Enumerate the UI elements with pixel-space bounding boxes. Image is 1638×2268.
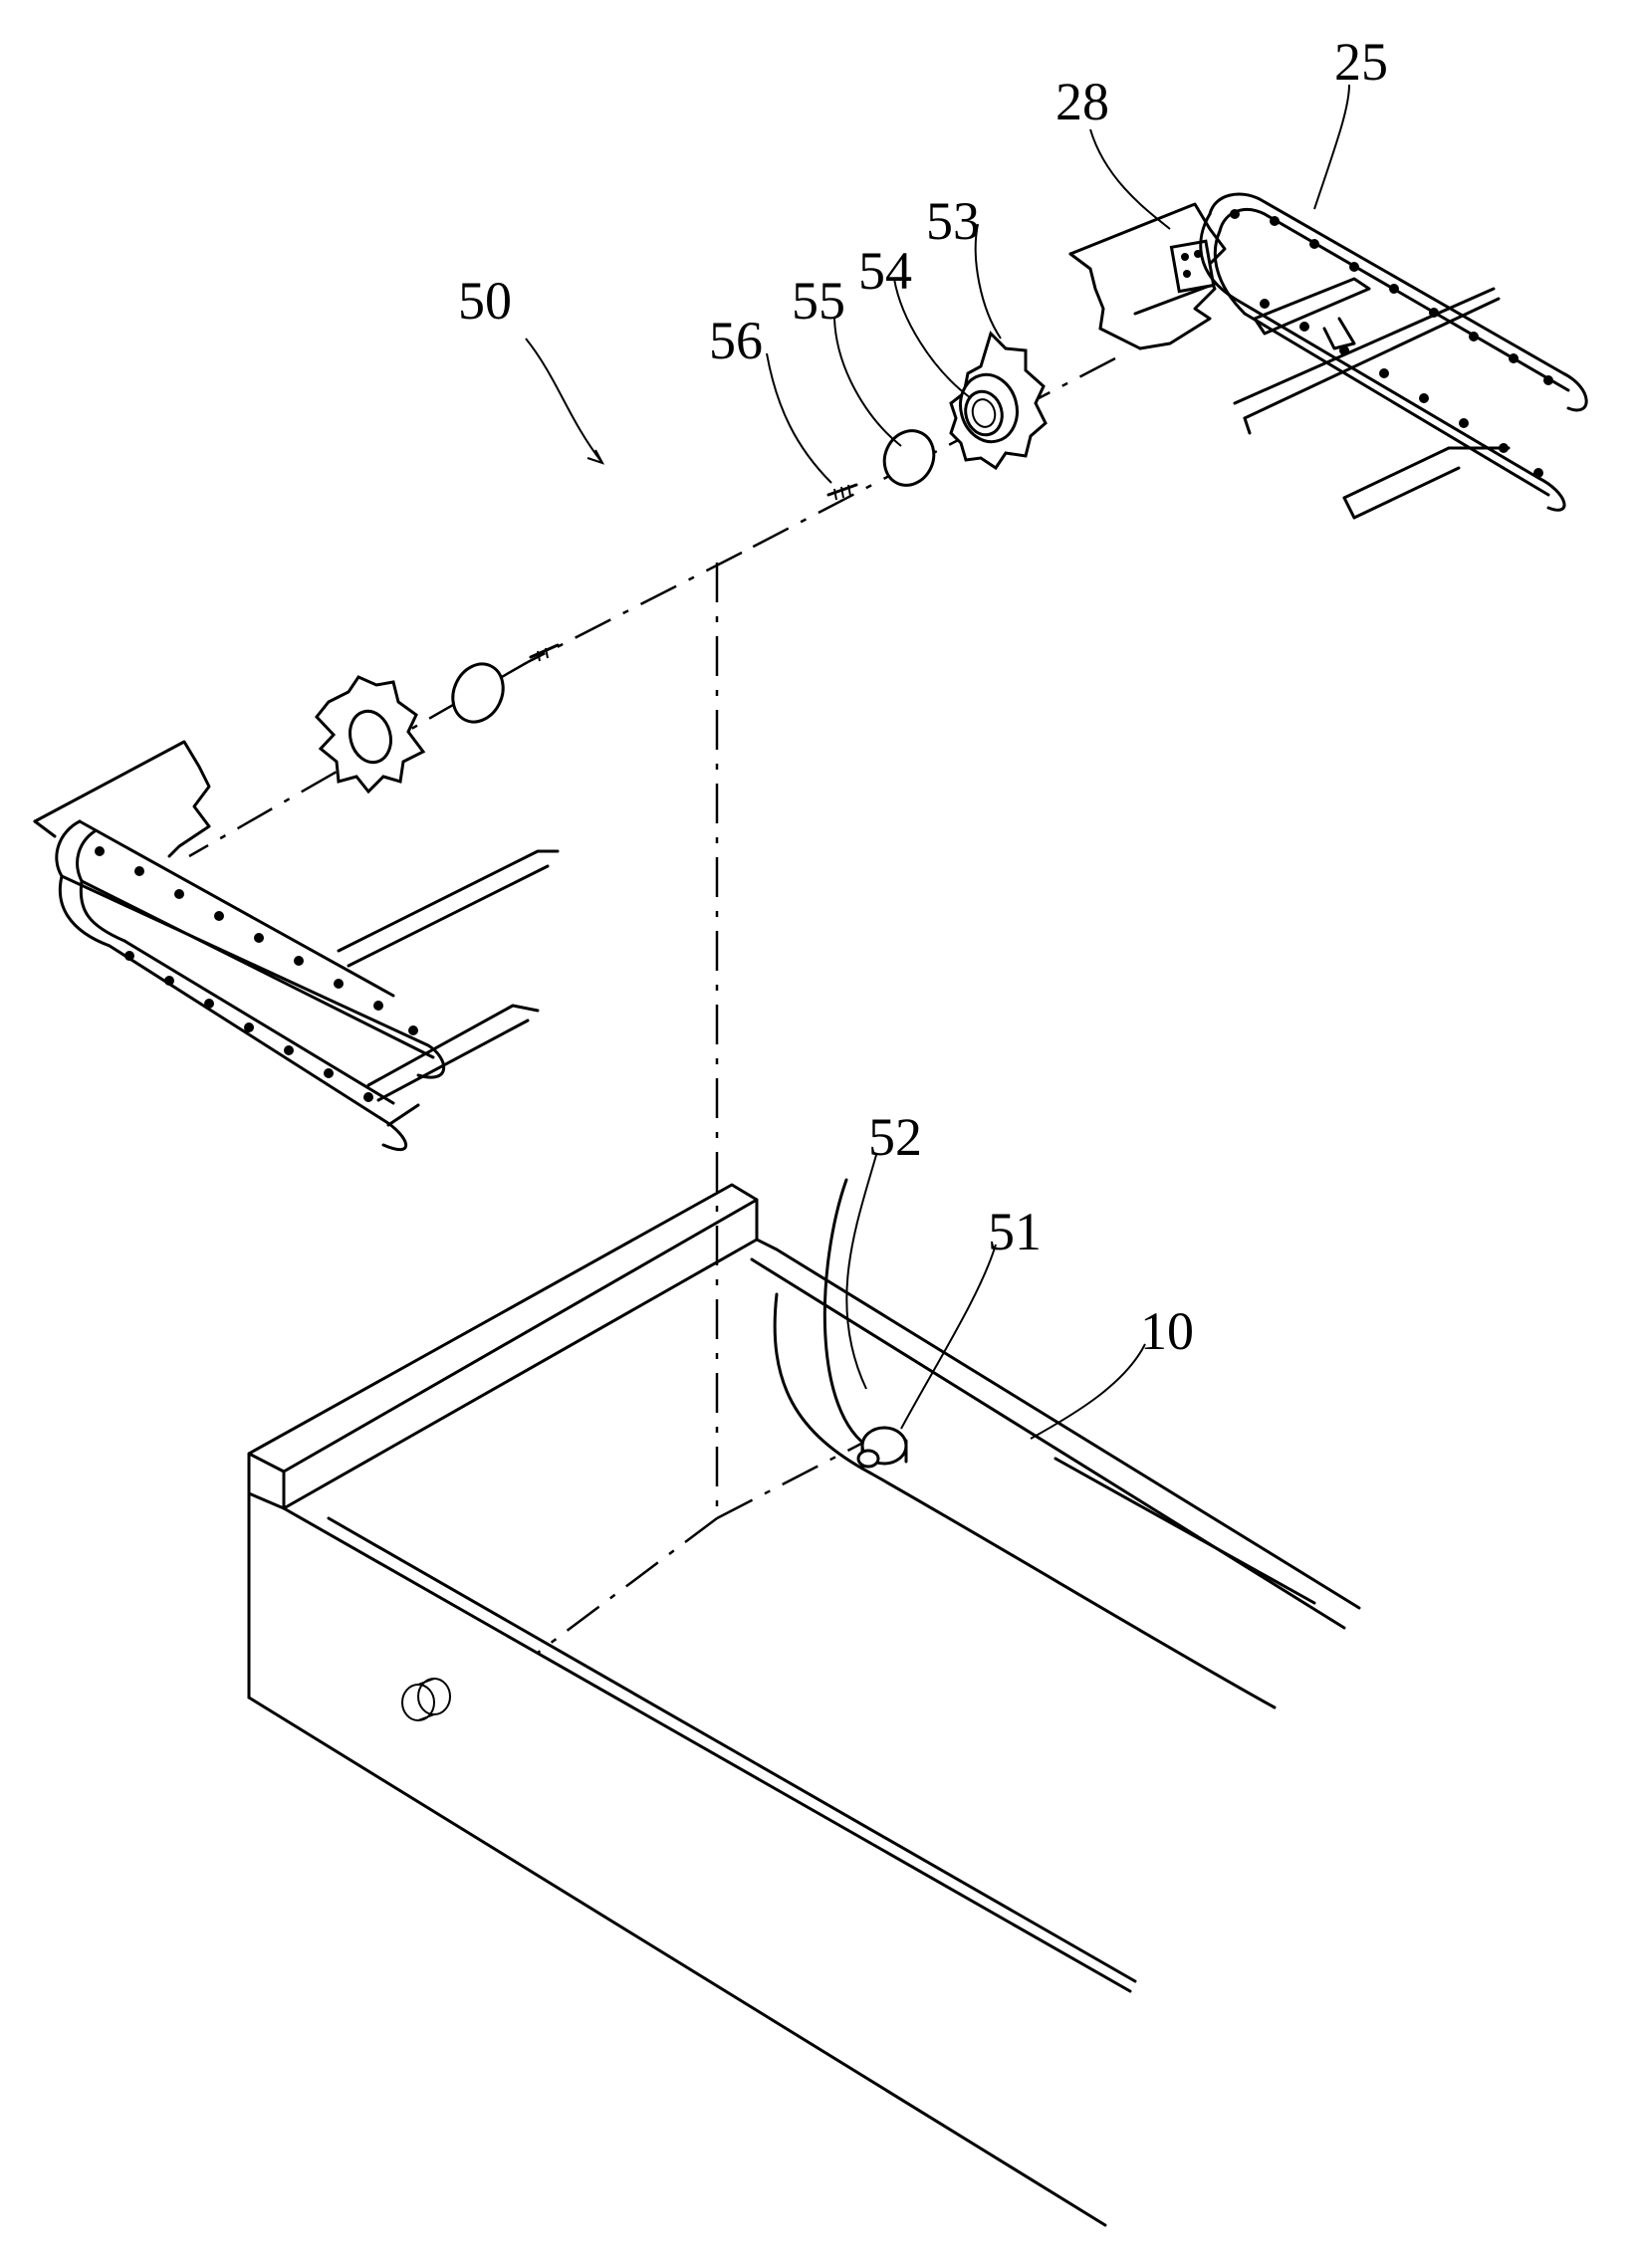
label-56: 56 [709, 311, 763, 370]
bracket-28-right [1070, 204, 1225, 348]
label-25: 25 [1334, 32, 1388, 92]
label-28: 28 [1055, 72, 1109, 131]
reference-numerals: 50 28 25 53 54 55 56 52 51 10 [458, 32, 1388, 1361]
label-54: 54 [858, 241, 912, 301]
washer-55-left [444, 656, 513, 731]
rails-left [339, 851, 558, 1125]
label-53: 53 [926, 191, 980, 251]
label-55: 55 [792, 271, 845, 331]
label-50: 50 [458, 271, 512, 331]
cable-and-stub [824, 1180, 906, 1469]
screw-56-right [828, 485, 856, 500]
chain-left [57, 821, 444, 1150]
chain-25-right [1201, 194, 1586, 510]
label-10: 10 [1140, 1301, 1194, 1361]
sprocket-53-right [951, 334, 1046, 468]
label-52: 52 [868, 1107, 922, 1167]
label-51: 51 [988, 1202, 1042, 1261]
